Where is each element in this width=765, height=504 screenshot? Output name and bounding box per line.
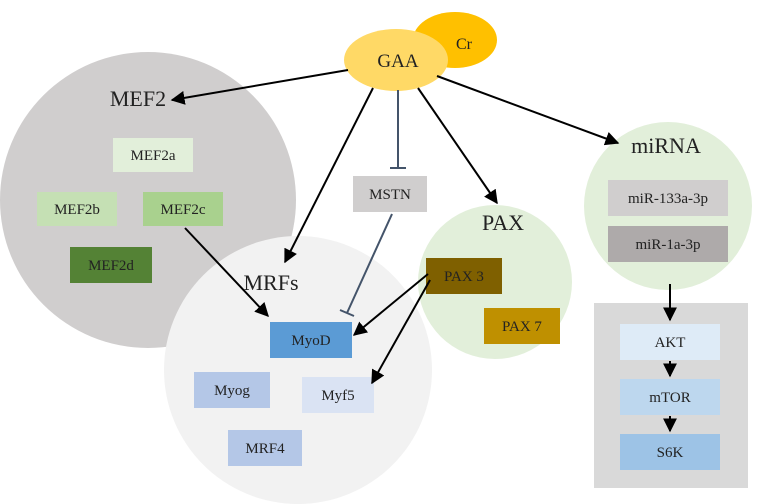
pax7-label: PAX 7 bbox=[502, 319, 542, 335]
pax3-box bbox=[426, 258, 502, 294]
arrow-gaa-to-pax bbox=[417, 87, 498, 205]
mef2d-label: MEF2d bbox=[88, 258, 134, 274]
inhibit-mstn-to-myod bbox=[346, 213, 393, 314]
arrow-gaa-to-mirna bbox=[436, 75, 620, 146]
mir133-label: miR-133a-3p bbox=[628, 191, 708, 207]
cr-label: Cr bbox=[456, 36, 473, 53]
myog-box bbox=[194, 372, 270, 408]
myog-label: Myog bbox=[214, 383, 250, 399]
pax-title: PAX bbox=[482, 210, 524, 235]
mrf4-label: MRF4 bbox=[245, 441, 285, 457]
mef2c-box bbox=[143, 192, 223, 226]
mef2b-box bbox=[37, 192, 117, 226]
mtor-label: mTOR bbox=[649, 390, 690, 406]
myod-box bbox=[270, 322, 352, 358]
mir1a-label: miR-1a-3p bbox=[636, 237, 701, 253]
mstn-box bbox=[353, 176, 427, 212]
pax3-label: PAX 3 bbox=[444, 269, 484, 285]
myf5-box bbox=[302, 377, 374, 413]
gaa-node bbox=[344, 29, 448, 91]
mirna-title: miRNA bbox=[631, 133, 701, 158]
akt-box bbox=[620, 324, 720, 360]
gaa-label: GAA bbox=[377, 51, 418, 72]
mrf4-box bbox=[228, 430, 302, 466]
pax7-box bbox=[484, 308, 560, 344]
mef2c-label: MEF2c bbox=[161, 202, 206, 218]
mef2d-box bbox=[70, 247, 152, 283]
mef2a-label: MEF2a bbox=[131, 148, 176, 164]
mrfs-title: MRFs bbox=[243, 270, 298, 295]
s6k-box bbox=[620, 434, 720, 470]
myod-label: MyoD bbox=[291, 333, 330, 349]
arrow-pax3-to-myod bbox=[352, 273, 429, 336]
mir1a-box bbox=[608, 226, 728, 262]
akt-label: AKT bbox=[655, 335, 686, 351]
mef2b-label: MEF2b bbox=[54, 202, 100, 218]
mef2a-box bbox=[113, 138, 193, 172]
arrow-pax3-to-myf5 bbox=[371, 279, 431, 385]
arrow-mef2c-to-myod bbox=[184, 227, 269, 318]
arrow-gaa-to-mef2 bbox=[170, 69, 349, 105]
myf5-label: Myf5 bbox=[321, 388, 354, 404]
s6k-label: S6K bbox=[657, 445, 684, 461]
mstn-label: MSTN bbox=[369, 187, 411, 203]
mtor-box bbox=[620, 379, 720, 415]
mef2-title: MEF2 bbox=[110, 86, 166, 111]
inhibit-mstn-to-myod-bar bbox=[339, 309, 355, 317]
mir133-box bbox=[608, 180, 728, 216]
arrow-gaa-to-mrfs bbox=[284, 87, 374, 264]
